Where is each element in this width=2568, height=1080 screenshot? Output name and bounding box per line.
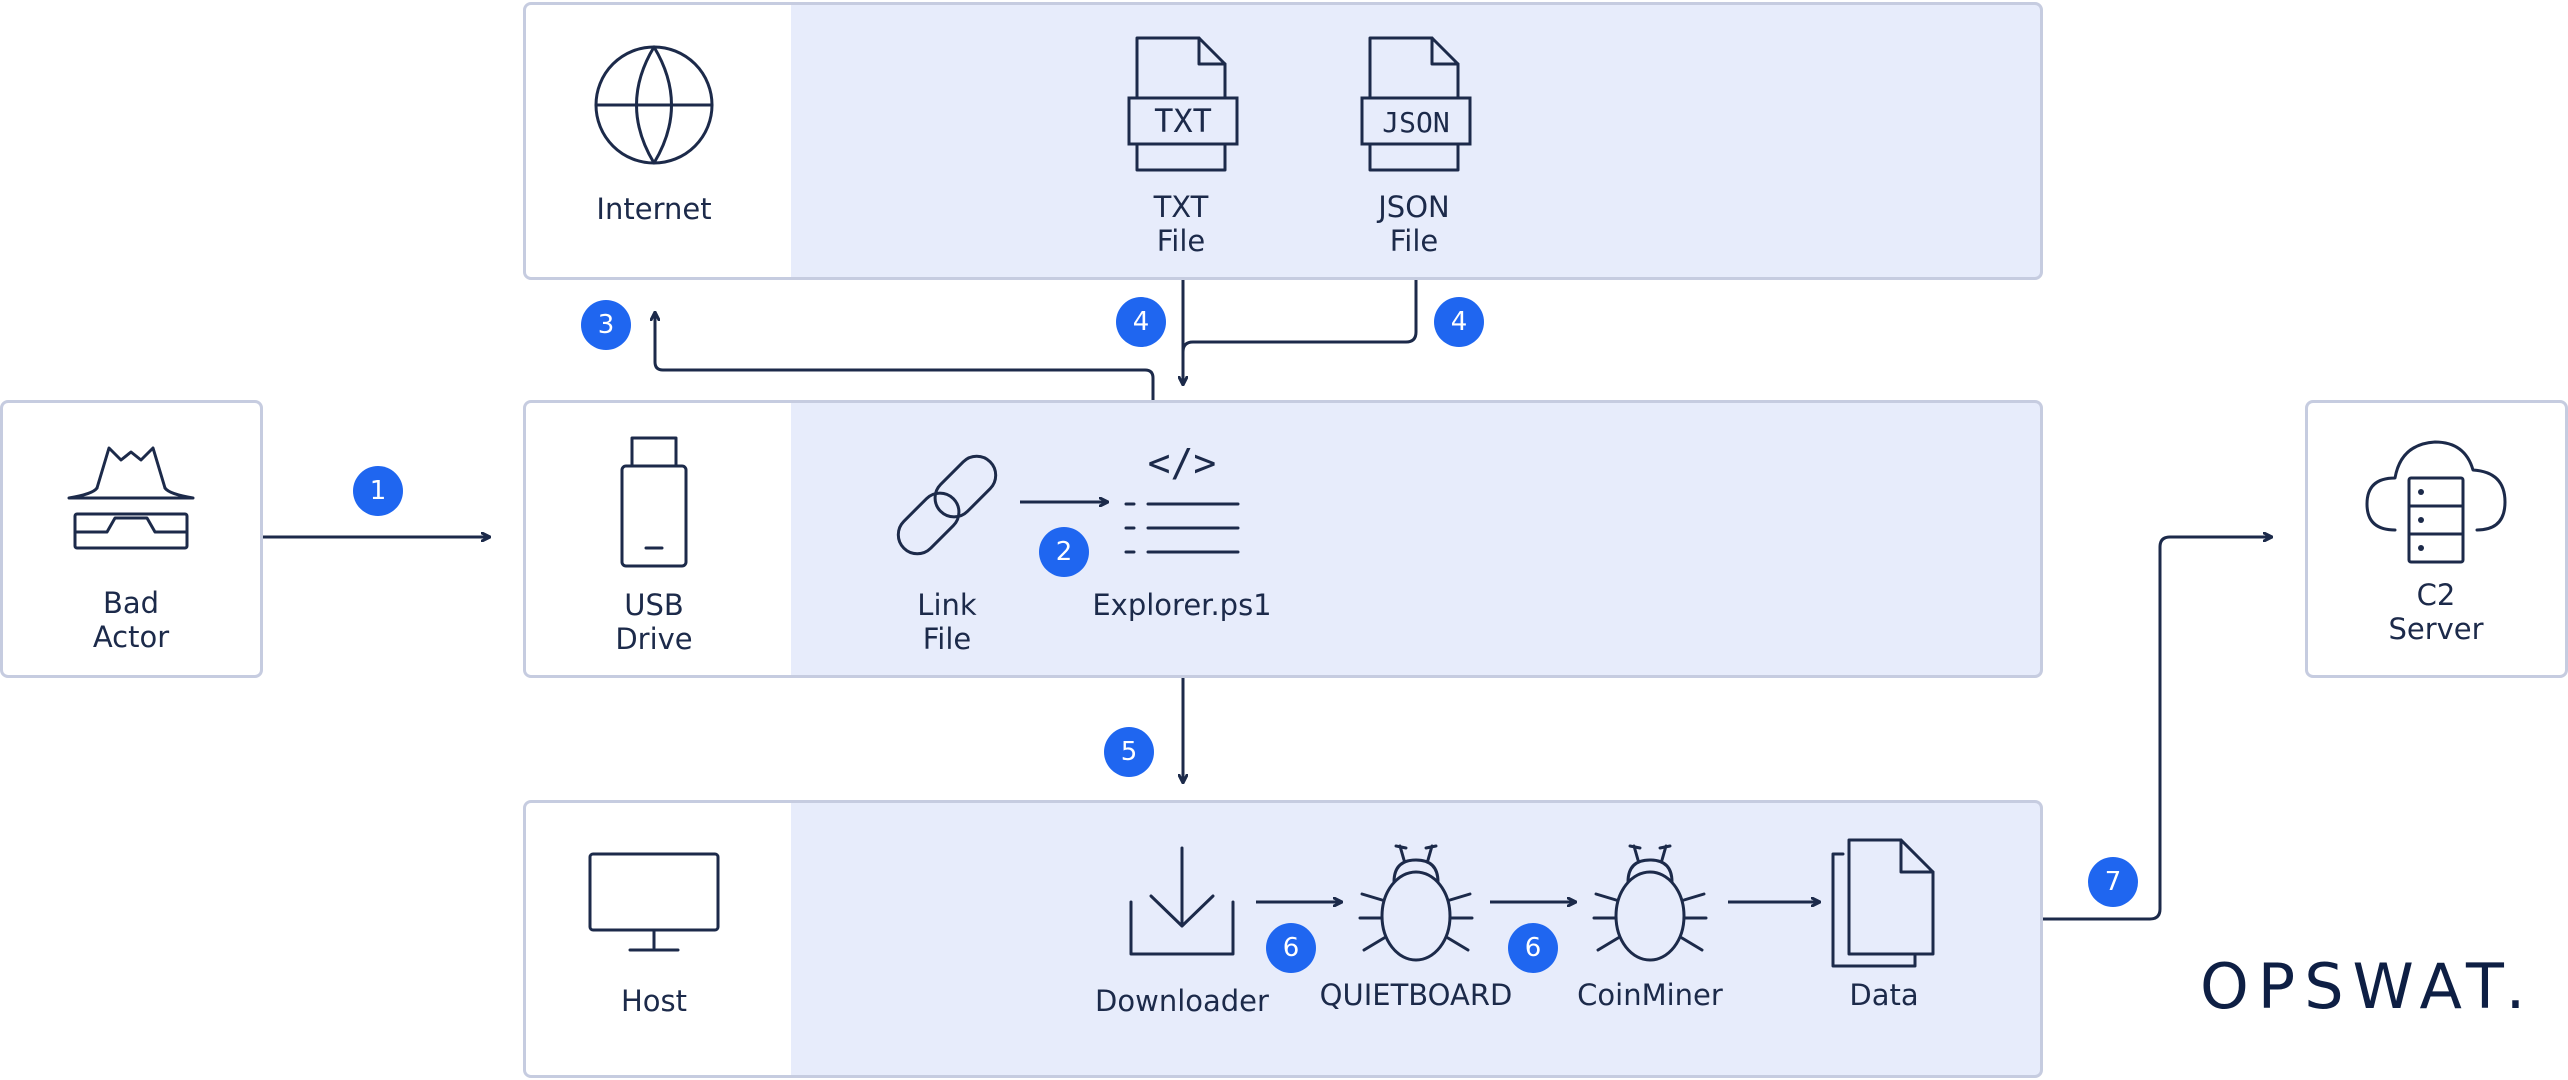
c2-label-1: C2 bbox=[2416, 578, 2456, 612]
downloader-label: Downloader bbox=[1095, 984, 1269, 1018]
bad-actor-label-2: Actor bbox=[92, 620, 170, 654]
quietboard-label: QUIETBOARD bbox=[1319, 978, 1513, 1012]
link-label-1: Link bbox=[917, 588, 977, 622]
json-file-icon: JSON bbox=[1360, 36, 1472, 172]
step-badge-4b: 4 bbox=[1434, 297, 1484, 347]
data-label: Data bbox=[1849, 978, 1919, 1012]
download-icon bbox=[1129, 846, 1235, 956]
globe-icon bbox=[594, 45, 714, 165]
host-label: Host bbox=[620, 984, 688, 1018]
step-badge-7: 7 bbox=[2088, 857, 2138, 907]
step-badge-2: 2 bbox=[1039, 527, 1089, 577]
documents-icon bbox=[1831, 838, 1935, 968]
c2-label-2: Server bbox=[2388, 612, 2484, 646]
usb-panel bbox=[523, 400, 2043, 678]
usb-drive-node: USB Drive bbox=[524, 436, 784, 656]
explorer-label: Explorer.ps1 bbox=[1092, 588, 1272, 622]
coinminer-node: CoinMiner bbox=[1520, 838, 1780, 1012]
cloud-server-icon bbox=[2365, 440, 2507, 564]
link-icon bbox=[896, 454, 998, 556]
coinminer-label: CoinMiner bbox=[1577, 978, 1723, 1012]
opswat-logo: OPSWAT. bbox=[2200, 950, 2535, 1023]
json-label-1: JSON bbox=[1378, 190, 1450, 224]
bad-actor-label-1: Bad bbox=[102, 586, 160, 620]
c2-server-node: C2 Server bbox=[2306, 434, 2566, 646]
c2-server-box bbox=[2305, 400, 2568, 678]
link-file-node: Link File bbox=[817, 440, 1077, 656]
json-file-node: JSON JSON File bbox=[1284, 36, 1544, 258]
spy-icon bbox=[67, 446, 195, 550]
host-node: Host bbox=[524, 850, 784, 1018]
code-glyph: </> bbox=[1148, 441, 1217, 485]
txt-glyph: TXT bbox=[1154, 102, 1212, 140]
bad-actor-box bbox=[0, 400, 263, 678]
link-label-2: File bbox=[922, 622, 972, 656]
bug-icon bbox=[1592, 844, 1708, 962]
bug-icon bbox=[1358, 844, 1474, 962]
usb-label-2: Drive bbox=[615, 622, 693, 656]
step-badge-6b: 6 bbox=[1508, 923, 1558, 973]
internet-label: Internet bbox=[596, 192, 712, 226]
txt-file-icon: TXT bbox=[1127, 36, 1239, 172]
usb-drive-icon bbox=[620, 436, 688, 568]
explorer-node: </> Explorer.ps1 bbox=[1052, 440, 1312, 622]
internet-node: Internet bbox=[524, 40, 784, 226]
arrow-host-to-c2 bbox=[2043, 537, 2272, 921]
step-badge-6a: 6 bbox=[1266, 923, 1316, 973]
internet-panel bbox=[523, 2, 2043, 280]
txt-file-node: TXT TXT File bbox=[1051, 36, 1311, 258]
arrow-usb-to-internet bbox=[655, 312, 1155, 400]
json-glyph: JSON bbox=[1382, 106, 1449, 139]
downloader-node: Downloader bbox=[1052, 844, 1312, 1018]
step-badge-1: 1 bbox=[353, 466, 403, 516]
script-code-icon: </> bbox=[1124, 441, 1240, 554]
bad-actor-node: Bad Actor bbox=[1, 430, 261, 654]
step-badge-4a: 4 bbox=[1116, 297, 1166, 347]
txt-label-1: TXT bbox=[1153, 190, 1209, 224]
quietboard-node: QUIETBOARD bbox=[1286, 838, 1546, 1012]
step-badge-5: 5 bbox=[1104, 727, 1154, 777]
json-label-2: File bbox=[1389, 224, 1439, 258]
arrow-json-down bbox=[1181, 280, 1418, 353]
data-node: Data bbox=[1754, 836, 2014, 1012]
step-badge-3: 3 bbox=[581, 300, 631, 350]
txt-label-2: File bbox=[1156, 224, 1206, 258]
monitor-icon bbox=[588, 852, 720, 952]
usb-label-1: USB bbox=[624, 588, 684, 622]
